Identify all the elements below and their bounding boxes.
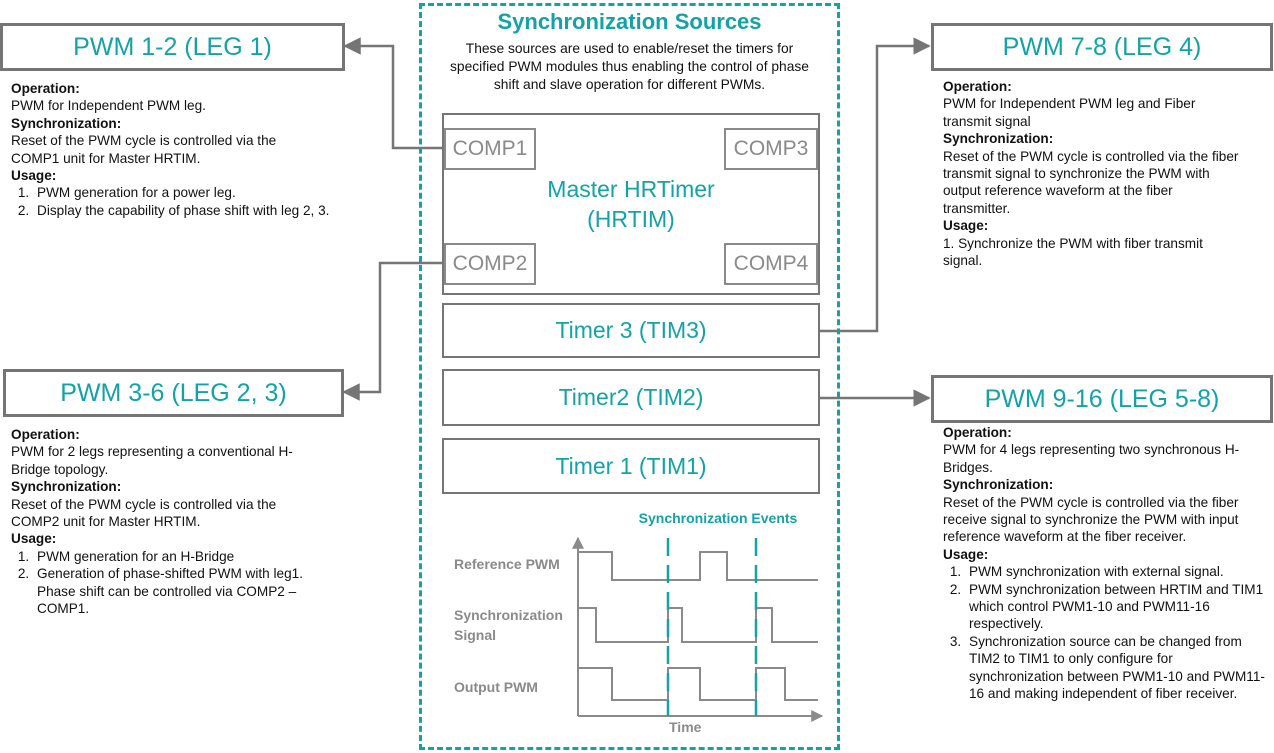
timer3-box: Timer 3 (TIM3) [442, 303, 820, 358]
leg23-sync-line: COMP2 unit for Master HRTIM. [11, 514, 201, 530]
leg1-op-head: Operation: [11, 81, 80, 96]
leg23-title-box: PWM 3-6 (LEG 2, 3) [3, 369, 344, 417]
leg58-sync-head: Synchronization: [943, 477, 1054, 493]
comp1-box: COMP1 [444, 128, 536, 170]
leg4-op-line: PWM for Independent PWM leg and Fiber [943, 96, 1196, 112]
leg23-title: PWM 3-6 (LEG 2, 3) [60, 378, 287, 407]
leg58-usage-list: PWM synchronization with external signal… [943, 563, 1270, 702]
list-item: PWM generation for a power leg. [33, 184, 343, 201]
list-item: Generation of phase-shifted PWM with leg… [33, 565, 338, 617]
leg58-sync-line: receive signal to synchronize the PWM wi… [943, 512, 1239, 528]
timer1-box: Timer 1 (TIM1) [442, 438, 820, 494]
leg4-sync-line: output reference waveform at the fiber [943, 183, 1173, 199]
sync-signal-label-line: Synchronization [454, 607, 563, 623]
leg23-usage-list: PWM generation for an H-Bridge Generatio… [11, 548, 338, 618]
leg1-title: PWM 1-2 (LEG 1) [73, 32, 272, 61]
leg23-op-line: Bridge topology. [11, 461, 109, 477]
leg58-sync-line: Reset of the PWM cycle is controlled via… [943, 494, 1239, 510]
leg1-sync-line: Reset of the PWM cycle is controlled via… [11, 133, 277, 149]
leg1-usage-list: PWM generation for a power leg. Display … [11, 184, 343, 219]
leg1-usage-head: Usage: [11, 168, 57, 184]
sync-sources-subtitle: These sources are used to enable/reset t… [419, 40, 840, 94]
sync-signal-trace [578, 607, 818, 643]
output-pwm-trace [578, 667, 818, 701]
leg23-sync-head: Synchronization: [11, 479, 122, 495]
leg4-sync-head: Synchronization: [943, 131, 1054, 147]
subtitle-line: specified PWM modules thus enabling the … [450, 59, 809, 74]
output-pwm-label: Output PWM [454, 679, 538, 695]
leg1-description: Operation: PWM for Independent PWM leg. … [11, 80, 341, 219]
master-hrtimer-sublabel: (HRTIM) [587, 206, 675, 232]
leg4-usage-head: Usage: [943, 218, 989, 234]
leg58-title-box: PWM 9-16 (LEG 5-8) [931, 375, 1273, 423]
waveform-plot [572, 536, 824, 722]
subtitle-line: shift and slave operation for different … [493, 77, 766, 92]
comp3-box: COMP3 [724, 128, 818, 170]
leg4-sync-line: Reset of the PWM cycle is controlled via… [943, 148, 1239, 164]
leg1-sync-line: COMP1 unit for Master HRTIM. [11, 150, 201, 166]
leg4-usage-line: signal. [943, 253, 983, 269]
leg4-title: PWM 7-8 (LEG 4) [1002, 32, 1202, 61]
leg23-op-head: Operation: [11, 427, 80, 442]
list-item: PWM synchronization between HRTIM and TI… [965, 581, 1270, 633]
leg58-sync-line: reference waveform at the fiber receiver… [943, 529, 1187, 545]
leg23-op-line: PWM for 2 legs representing a convention… [11, 444, 293, 460]
list-item: Synchronization source can be changed fr… [965, 633, 1270, 703]
leg1-sync-head: Synchronization: [11, 115, 122, 131]
list-item: Display the capability of phase shift wi… [33, 202, 343, 219]
reference-pwm-trace [578, 551, 818, 581]
leg4-sync-line: transmitter. [943, 200, 1011, 216]
leg23-description: Operation: PWM for 2 legs representing a… [11, 426, 341, 617]
sync-signal-label: Synchronization Signal [454, 605, 563, 645]
leg58-op-line: PWM for 4 legs representing two synchron… [943, 442, 1240, 458]
leg58-op-line: Bridges. [943, 459, 993, 475]
leg58-description: Operation: PWM for 4 legs representing t… [943, 424, 1273, 703]
list-item: PWM generation for an H-Bridge [33, 548, 338, 565]
leg1-title-box: PWM 1-2 (LEG 1) [0, 23, 345, 71]
master-hrtimer-label: Master HRTimer [547, 176, 715, 202]
arrow-comp2-to-leg23 [342, 261, 446, 401]
reference-pwm-label: Reference PWM [454, 556, 560, 572]
leg58-usage-head: Usage: [943, 546, 989, 562]
timer2-box: Timer2 (TIM2) [442, 369, 820, 426]
leg4-usage-line: 1. Synchronize the PWM with fiber transm… [943, 235, 1203, 251]
leg58-title: PWM 9-16 (LEG 5-8) [984, 384, 1220, 413]
leg1-op-line: PWM for Independent PWM leg. [11, 98, 206, 114]
subtitle-line: These sources are used to enable/reset t… [465, 41, 794, 56]
sync-sources-title: Synchronization Sources [497, 9, 762, 34]
time-axis-label: Time [669, 719, 702, 735]
sync-signal-label-line: Signal [454, 627, 497, 643]
sync-sources-frame [419, 3, 840, 750]
comp4-box: COMP4 [724, 243, 818, 285]
leg4-description: Operation: PWM for Independent PWM leg a… [943, 78, 1273, 269]
leg4-sync-line: transmit signal to synchronize the PWM w… [943, 166, 1210, 182]
sync-events-label: Synchronization Events [638, 510, 798, 526]
leg58-op-head: Operation: [943, 425, 1012, 440]
leg4-title-box: PWM 7-8 (LEG 4) [931, 23, 1273, 71]
list-item: PWM synchronization with external signal… [965, 563, 1270, 580]
leg4-op-line: transmit signal [943, 113, 1031, 129]
leg23-usage-head: Usage: [11, 531, 57, 547]
leg23-sync-line: Reset of the PWM cycle is controlled via… [11, 496, 277, 512]
comp2-box: COMP2 [444, 243, 536, 285]
arrow-tim3-to-leg4 [819, 37, 931, 333]
leg4-op-head: Operation: [943, 79, 1012, 94]
